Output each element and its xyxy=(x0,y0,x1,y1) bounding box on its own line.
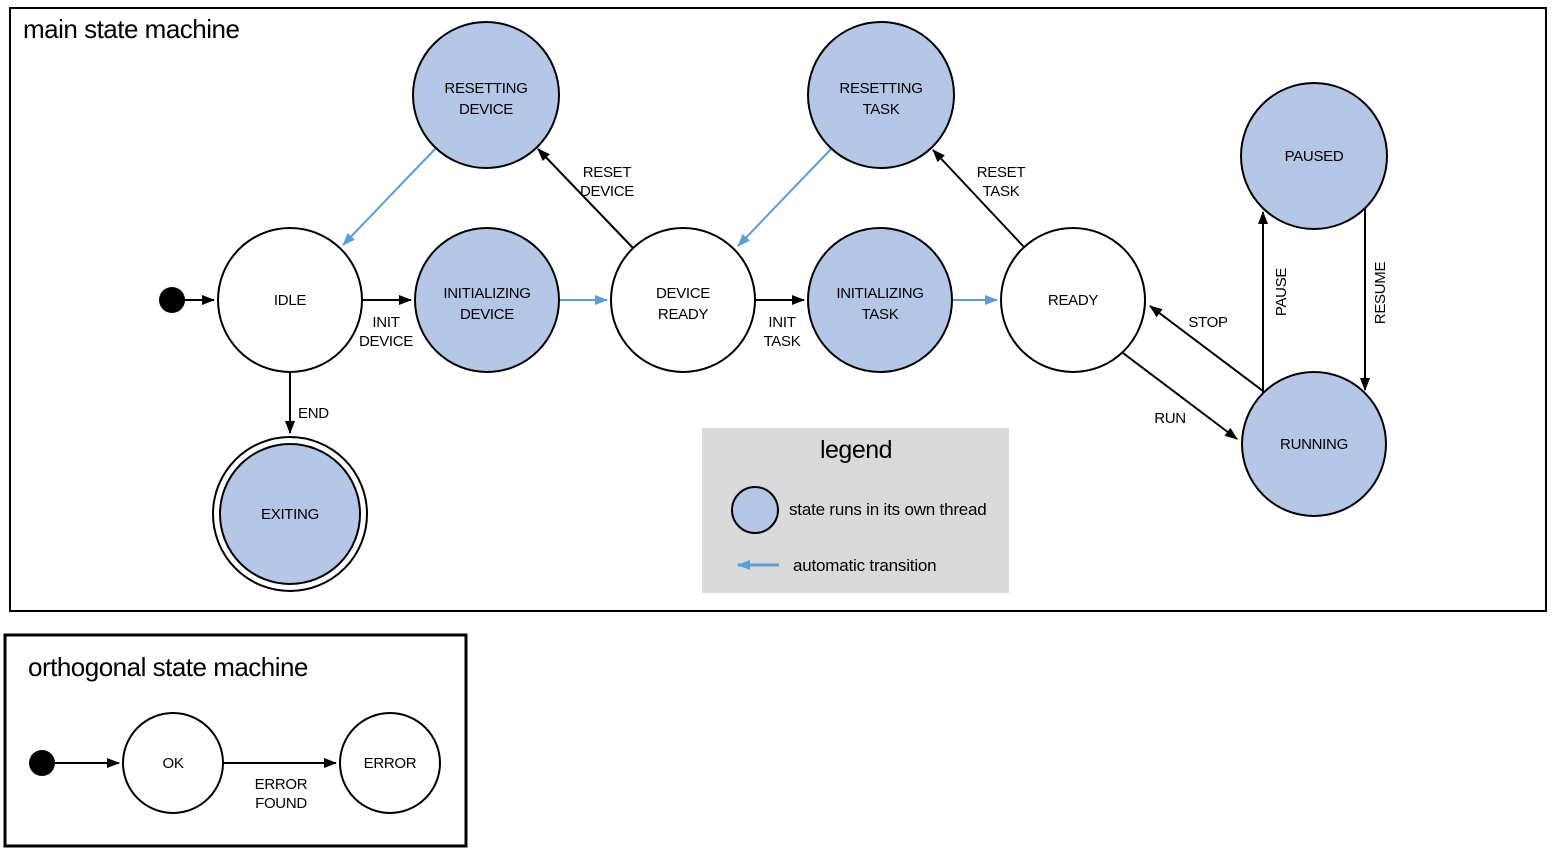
transition-line xyxy=(932,149,1025,248)
transition-label: RESET xyxy=(977,164,1026,181)
state-label: READY xyxy=(658,306,708,323)
state-label: ERROR xyxy=(364,755,417,772)
transition-label: INIT xyxy=(372,314,399,331)
main-machine-box xyxy=(9,7,1547,612)
legend: legend state runs in its own thread automa… xyxy=(702,428,1009,593)
state-circle xyxy=(807,227,953,373)
state-node-device-ready: DEVICE READY xyxy=(610,227,756,373)
orthogonal-machine-title: orthogonal state machine xyxy=(28,652,308,682)
transition-resetting-device-to-idle xyxy=(342,147,437,246)
state-label: RESETTING xyxy=(444,80,527,97)
legend-item-label: state runs in its own thread xyxy=(789,500,987,519)
state-label: INITIALIZING xyxy=(836,285,923,302)
transition-paused-to-running: RESUME xyxy=(1360,209,1389,391)
transition-label: STOP xyxy=(1188,314,1228,331)
state-node-error: ERROR xyxy=(339,712,441,814)
state-circle xyxy=(807,21,955,169)
main-machine-title: main state machine xyxy=(23,14,239,44)
transition-device-ready-to-initializing-task: INIT TASK xyxy=(755,295,805,350)
transition-line xyxy=(537,148,634,249)
state-node-idle: IDLE xyxy=(217,227,363,373)
transition-resetting-task-to-device-ready xyxy=(737,147,833,247)
transition-label: DEVICE xyxy=(580,183,634,200)
state-node-ok: OK xyxy=(122,712,224,814)
state-label: TASK xyxy=(863,101,900,118)
transition-label: DEVICE xyxy=(359,333,413,350)
auto-transition-line xyxy=(342,147,437,246)
orthogonal-machine-box xyxy=(3,633,468,848)
state-node-resetting-task: RESETTING TASK xyxy=(807,21,955,169)
transition-label: ERROR xyxy=(255,776,308,793)
state-node-initializing-device: INITIALIZING DEVICE xyxy=(414,227,560,373)
state-circle xyxy=(1240,82,1388,230)
transition-running-to-ready: STOP xyxy=(1149,305,1264,392)
state-circle xyxy=(219,443,361,585)
state-label: EXITING xyxy=(261,506,319,523)
main-state-machine: main state machineINITDEVICERESETDEVICEI… xyxy=(9,7,1547,612)
state-node-initializing-task: INITIALIZING TASK xyxy=(807,227,953,373)
transition-idle-to-initializing-device: INIT DEVICE xyxy=(359,295,414,350)
state-circle xyxy=(122,712,224,814)
legend-item-label: automatic transition xyxy=(793,556,936,575)
state-label: DEVICE xyxy=(460,306,514,323)
state-circle xyxy=(217,227,363,373)
legend-threaded-state-icon xyxy=(731,486,779,534)
state-label: PAUSED xyxy=(1285,148,1344,165)
state-node-ready: READY xyxy=(1000,227,1146,373)
state-label: RESETTING xyxy=(839,80,922,97)
state-label: IDLE xyxy=(274,292,306,309)
transition-label: RESUME xyxy=(1372,262,1389,325)
transition-ready-to-running: RUN xyxy=(1122,352,1238,440)
state-label: RUNNING xyxy=(1280,436,1348,453)
transition-label: INIT xyxy=(768,314,795,331)
auto-transition-line xyxy=(737,147,833,247)
transition-label: RESET xyxy=(583,164,632,181)
state-node-exiting: EXITING xyxy=(212,436,368,592)
state-label: READY xyxy=(1048,292,1098,309)
state-node-running: RUNNING xyxy=(1241,371,1387,517)
transition-idle-to-exiting: END xyxy=(285,372,330,434)
transition-line xyxy=(1122,352,1238,440)
transition-ok-to-error: ERROR FOUND xyxy=(223,758,337,812)
state-node-paused: PAUSED xyxy=(1240,82,1388,230)
state-circle xyxy=(412,21,560,169)
state-circle xyxy=(610,227,756,373)
transition-label: TASK xyxy=(764,333,801,350)
transition-device-ready-to-resetting-device: RESET DEVICE xyxy=(537,148,635,249)
state-circle xyxy=(1000,227,1146,373)
transition-label: END xyxy=(298,405,329,422)
legend-title: legend xyxy=(820,436,892,464)
transition-ready-to-resetting-task: RESET TASK xyxy=(932,149,1026,248)
state-label: OK xyxy=(162,755,183,772)
transition-label: FOUND xyxy=(255,795,307,812)
state-label: DEVICE xyxy=(459,101,513,118)
state-circle xyxy=(1241,371,1387,517)
transition-running-to-paused: PAUSE xyxy=(1258,211,1290,393)
transition-label: RUN xyxy=(1154,410,1186,427)
state-circle xyxy=(414,227,560,373)
initial-state-dot xyxy=(159,287,185,313)
transition-label: PAUSE xyxy=(1273,268,1290,317)
state-label: INITIALIZING xyxy=(443,285,530,302)
transition-line xyxy=(1149,305,1264,392)
state-circle xyxy=(339,712,441,814)
initial-state-dot xyxy=(29,750,55,776)
state-label: DEVICE xyxy=(656,285,710,302)
transition-label: TASK xyxy=(983,183,1020,200)
state-label: TASK xyxy=(862,306,899,323)
state-node-resetting-device: RESETTING DEVICE xyxy=(412,21,560,169)
